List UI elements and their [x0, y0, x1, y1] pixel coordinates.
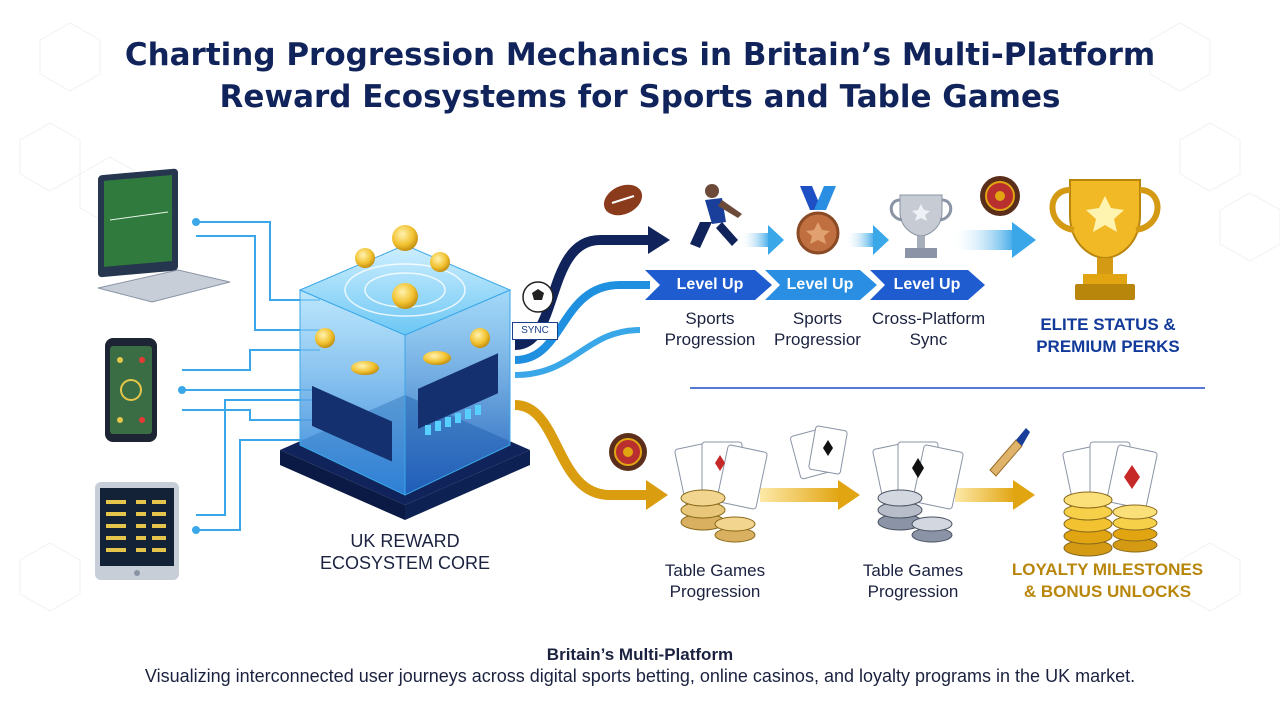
- page-title: Charting Progression Mechanics in Britai…: [0, 34, 1280, 118]
- roulette-icon: [980, 176, 1020, 216]
- silver-trophy-icon: [889, 194, 953, 258]
- rugby-ball-icon: [603, 184, 643, 216]
- cards-chips-icon: [674, 441, 768, 543]
- sports-step-2-line-1: Sports: [792, 309, 843, 328]
- table-step-2: Table Games Progression: [843, 560, 983, 602]
- smartphone-icon: [105, 338, 157, 442]
- title-line-1: Charting Progression Mechanics in Britai…: [124, 37, 1156, 73]
- footer-subtitle: Britain’s Multi-Platform: [546, 645, 734, 664]
- table-goal-line-1: LOYALTY MILESTONES: [1011, 560, 1204, 579]
- sports-step-3-line-2: Sync: [909, 330, 948, 349]
- table-goal: LOYALTY MILESTONES & BONUS UNLOCKS: [1000, 559, 1215, 603]
- playing-cards-icon: [790, 425, 848, 480]
- cards-chips-icon: [872, 441, 964, 543]
- sports-step-2-line-2: Progressior: [774, 330, 861, 349]
- table-step-1-line-1: Table Games: [664, 561, 766, 580]
- sports-step-1-line-1: Sports: [685, 309, 735, 328]
- sports-goal-line-1: ELITE STATUS &: [1040, 315, 1176, 334]
- sports-step-1-line-2: Progression: [664, 330, 756, 349]
- sports-step-3-line-1: Cross-Platform: [871, 309, 986, 328]
- sports-goal: ELITE STATUS & PREMIUM PERKS: [1008, 314, 1208, 358]
- title-line-2: Reward Ecosystems for Sports and Table G…: [219, 79, 1061, 115]
- sports-goal-line-2: PREMIUM PERKS: [1036, 337, 1180, 356]
- cricket-bat-icon: [989, 428, 1030, 477]
- connector-dots: [178, 218, 200, 534]
- table-goal-line-2: & BONUS UNLOCKS: [1023, 582, 1192, 601]
- runner-icon: [690, 184, 742, 248]
- level-up-badge-3: Level Up: [893, 276, 961, 293]
- footer-description: Visualizing interconnected user journeys…: [144, 666, 1136, 686]
- core-label-line-1: UK REWARD: [350, 531, 460, 551]
- gold-trophy-icon: [1049, 179, 1161, 300]
- roulette-icon: [609, 433, 647, 471]
- cards-coins-icon: [1062, 441, 1158, 557]
- device-connectors: [182, 221, 320, 531]
- level-up-badge-2: Level Up: [786, 276, 854, 293]
- table-step-2-line-1: Table Games: [862, 561, 964, 580]
- sync-chip: SYNC: [512, 322, 558, 340]
- soccer-ball-icon: [522, 281, 554, 313]
- table-step-2-line-2: Progression: [867, 582, 959, 601]
- core-label: UK REWARD ECOSYSTEM CORE: [300, 530, 510, 574]
- sports-step-1: Sports Progression: [645, 308, 775, 350]
- laptop-icon: [97, 168, 231, 303]
- sports-step-2: Sports Progressior: [760, 308, 875, 350]
- table-step-1: Table Games Progression: [645, 560, 785, 602]
- level-up-badge-1: Level Up: [676, 276, 744, 293]
- level-up-badges: [645, 270, 985, 300]
- medal-icon: [796, 186, 840, 255]
- gold-coins-icon: [315, 225, 490, 375]
- tablet-icon: [95, 482, 179, 580]
- sports-step-3: Cross-Platform Sync: [860, 308, 997, 350]
- table-step-1-line-2: Progression: [669, 582, 761, 601]
- core-label-line-2: ECOSYSTEM CORE: [319, 553, 491, 573]
- table-track-arrows: [514, 400, 1035, 510]
